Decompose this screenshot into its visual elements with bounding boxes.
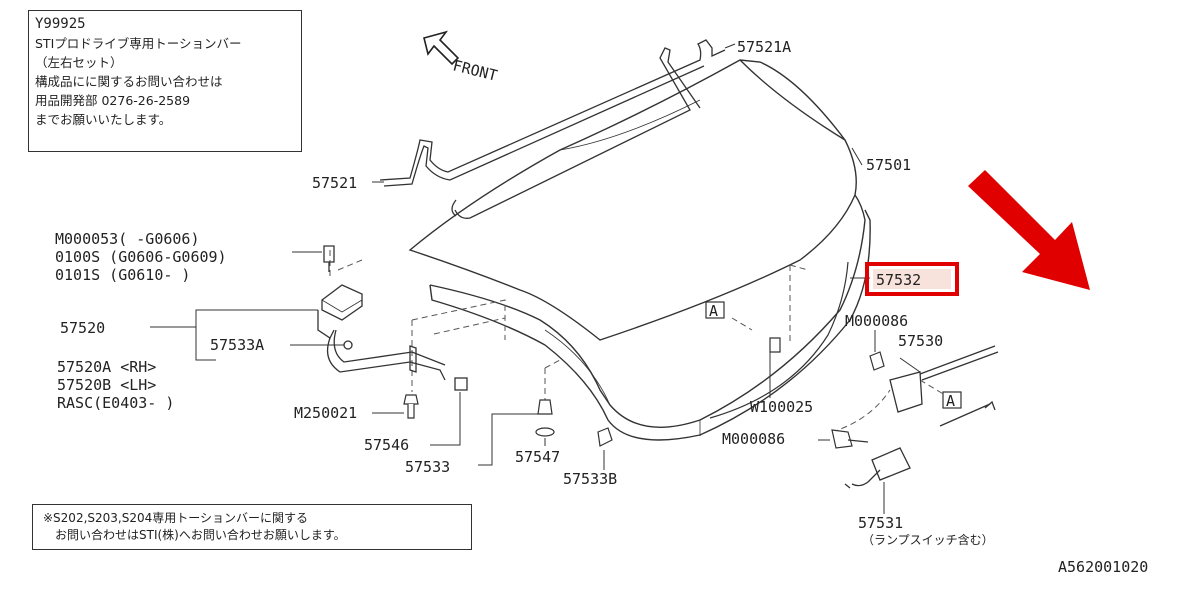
label-m000086-1[interactable]: M000086 bbox=[845, 312, 908, 330]
trunk-lid bbox=[408, 59, 871, 441]
label-0101s[interactable]: 0101S (G0610- ) bbox=[55, 266, 190, 284]
diagram-reference: A562001020 bbox=[1058, 558, 1148, 576]
front-label: FRONT bbox=[451, 56, 499, 84]
svg-text:A: A bbox=[946, 392, 955, 410]
torsion-bars bbox=[379, 39, 726, 219]
note-line5: までお願いいたします。 bbox=[35, 112, 172, 127]
label-57530[interactable]: 57530 bbox=[898, 332, 943, 350]
red-arrow-icon bbox=[968, 170, 1090, 290]
label-m000086-2[interactable]: M000086 bbox=[722, 430, 785, 448]
note-bottom-line1: ※S202,S203,S204専用トーションバーに関する bbox=[43, 511, 309, 525]
label-57533B[interactable]: 57533B bbox=[563, 470, 617, 488]
note-top: Y99925 STIプロドライブ専用トーションバー （左右セット） 構成品にに関… bbox=[28, 10, 302, 152]
leader-lines bbox=[150, 43, 921, 514]
label-57520B[interactable]: 57520B <LH> bbox=[57, 376, 156, 394]
note-line4: 用品開発部 0276-26-2589 bbox=[35, 93, 191, 108]
fasteners bbox=[403, 337, 885, 449]
ref-box-a-2: A bbox=[942, 391, 962, 410]
note-line3: 構成品にに関するお問い合わせは bbox=[35, 74, 223, 89]
label-57532[interactable]: 57532 bbox=[876, 271, 921, 289]
label-57521[interactable]: 57521 bbox=[312, 174, 357, 192]
note-line1: STIプロドライブ専用トーションバー bbox=[35, 36, 242, 51]
label-m000053[interactable]: M000053( -G0606) bbox=[55, 230, 200, 248]
label-57531-note: （ランプスイッチ含む） bbox=[862, 532, 994, 547]
highlight-box bbox=[865, 262, 959, 296]
note-bottom-line2: お問い合わせはSTI(株)へお問い合わせお願いします。 bbox=[55, 528, 346, 542]
svg-text:A: A bbox=[709, 302, 718, 320]
note-bottom: ※S202,S203,S204専用トーションバーに関する お問い合わせはSTI(… bbox=[32, 504, 472, 550]
label-57501[interactable]: 57501 bbox=[866, 156, 911, 174]
highlight-fill bbox=[873, 269, 951, 289]
label-57521A[interactable]: 57521A bbox=[737, 38, 791, 56]
label-57533A[interactable]: 57533A bbox=[210, 336, 264, 354]
label-rasc[interactable]: RASC(E0403- ) bbox=[57, 394, 174, 412]
label-57546[interactable]: 57546 bbox=[364, 436, 409, 454]
note-line2: （左右セット） bbox=[35, 55, 123, 70]
label-57533[interactable]: 57533 bbox=[405, 458, 450, 476]
label-57520A[interactable]: 57520A <RH> bbox=[57, 358, 156, 376]
label-57520[interactable]: 57520 bbox=[60, 319, 105, 337]
hinge-assembly bbox=[317, 245, 468, 391]
weatherstrip-line bbox=[709, 261, 849, 419]
latch-assembly bbox=[844, 345, 999, 489]
label-w100025[interactable]: W100025 bbox=[750, 398, 813, 416]
label-57531[interactable]: 57531 bbox=[858, 514, 903, 532]
label-0100s[interactable]: 0100S (G0606-G0609) bbox=[55, 248, 227, 266]
label-m250021[interactable]: M250021 bbox=[294, 404, 357, 422]
label-57547[interactable]: 57547 bbox=[515, 448, 560, 466]
reference-lines bbox=[329, 250, 946, 433]
ref-box-a-1: A bbox=[705, 301, 725, 320]
note-code: Y99925 bbox=[35, 16, 86, 32]
front-arrow-icon: FRONT bbox=[423, 30, 499, 85]
